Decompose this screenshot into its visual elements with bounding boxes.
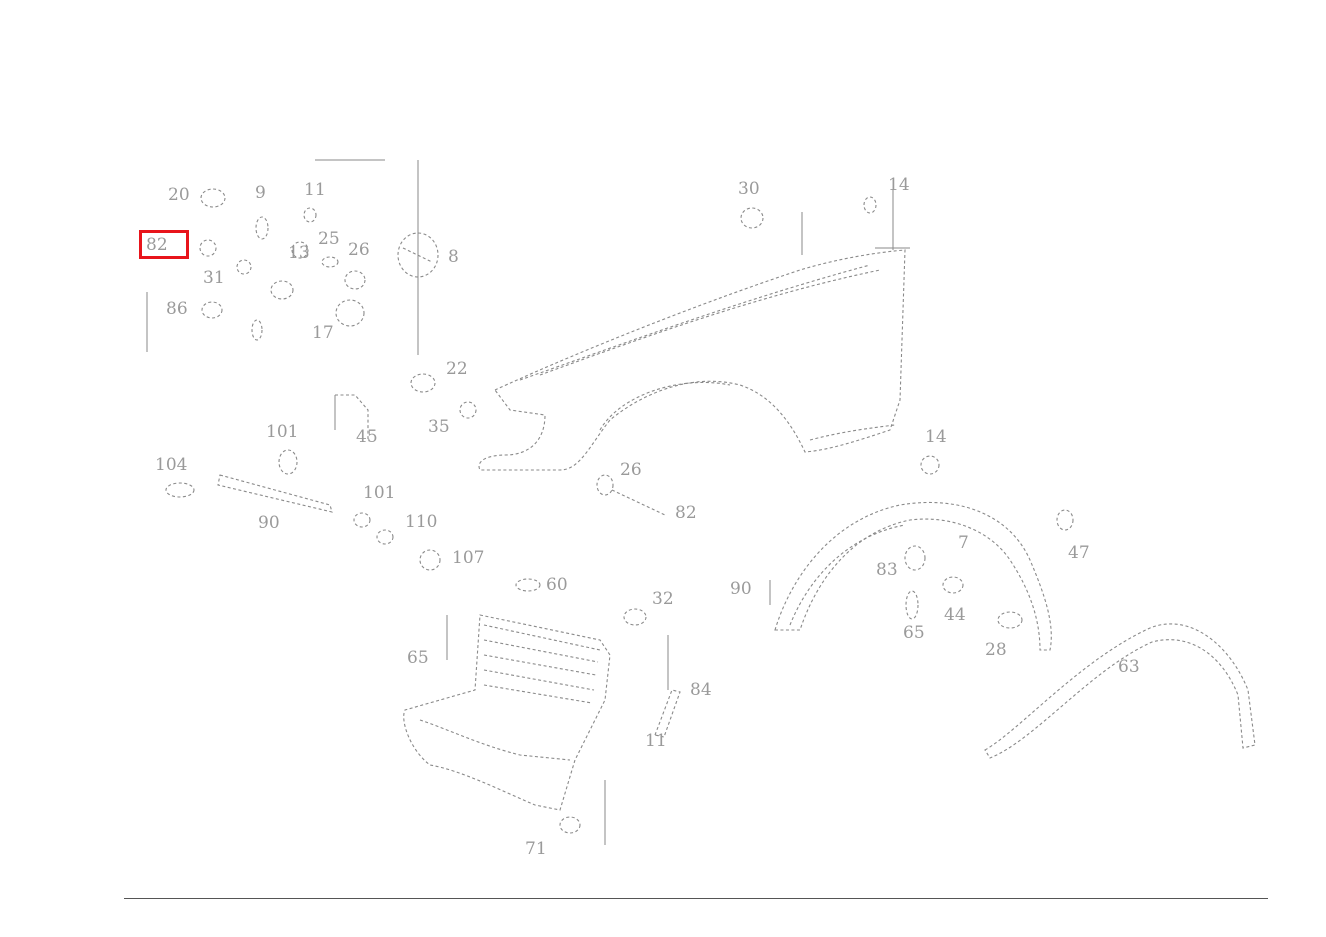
callout-label: 26 — [348, 240, 370, 260]
callout-label: 65 — [903, 623, 925, 643]
callout-label: 107 — [452, 548, 484, 568]
callout-label: 11 — [645, 731, 667, 751]
callout-label: 63 — [1118, 657, 1140, 677]
callout-label: 7 — [958, 533, 969, 553]
callout-label: 110 — [405, 512, 437, 532]
highlight-box — [139, 230, 189, 259]
grille-part — [403, 578, 681, 845]
rod-assembly-part — [165, 449, 441, 571]
callout-label: 104 — [155, 455, 187, 475]
callout-label: 90 — [730, 579, 752, 599]
seal-strip-part — [984, 623, 1256, 759]
callout-label: 32 — [652, 589, 674, 609]
callout-label: 8 — [448, 247, 459, 267]
callout-label: 71 — [525, 839, 547, 859]
wheelhouse-liner-part — [769, 501, 1074, 651]
callout-label-highlighted: 82 — [146, 235, 168, 255]
footer-rule — [124, 898, 1268, 899]
small-parts-cluster — [146, 159, 439, 355]
callout-label: 45 — [356, 427, 378, 447]
callout-label: 83 — [876, 560, 898, 580]
callout-label: 90 — [258, 513, 280, 533]
callout-label: 28 — [985, 640, 1007, 660]
callout-label: 101 — [363, 483, 395, 503]
front-fender-part — [410, 190, 940, 516]
callout-label: 9 — [255, 183, 266, 203]
callout-label: 13 — [288, 243, 310, 263]
callout-label: 30 — [738, 179, 760, 199]
callout-label: 11 — [304, 180, 326, 200]
callout-label: 84 — [690, 680, 712, 700]
callout-label: 47 — [1068, 543, 1090, 563]
callout-label: 101 — [266, 422, 298, 442]
callout-label: 14 — [925, 427, 947, 447]
callout-label: 26 — [620, 460, 642, 480]
callout-label: 35 — [428, 417, 450, 437]
callout-label: 14 — [888, 175, 910, 195]
callout-label: 65 — [407, 648, 429, 668]
callout-label: 17 — [312, 323, 334, 343]
callout-label: 25 — [318, 229, 340, 249]
callout-label: 86 — [166, 299, 188, 319]
callout-label: 31 — [203, 268, 225, 288]
callout-label: 60 — [546, 575, 568, 595]
callout-label: 20 — [168, 185, 190, 205]
callout-label: 82 — [675, 503, 697, 523]
callout-labels: 20 9 11 13 25 26 82 31 86 8 17 30 14 22 … — [146, 175, 1140, 859]
bracket-part — [334, 394, 369, 440]
callout-label: 44 — [944, 605, 966, 625]
callout-label: 22 — [446, 359, 468, 379]
